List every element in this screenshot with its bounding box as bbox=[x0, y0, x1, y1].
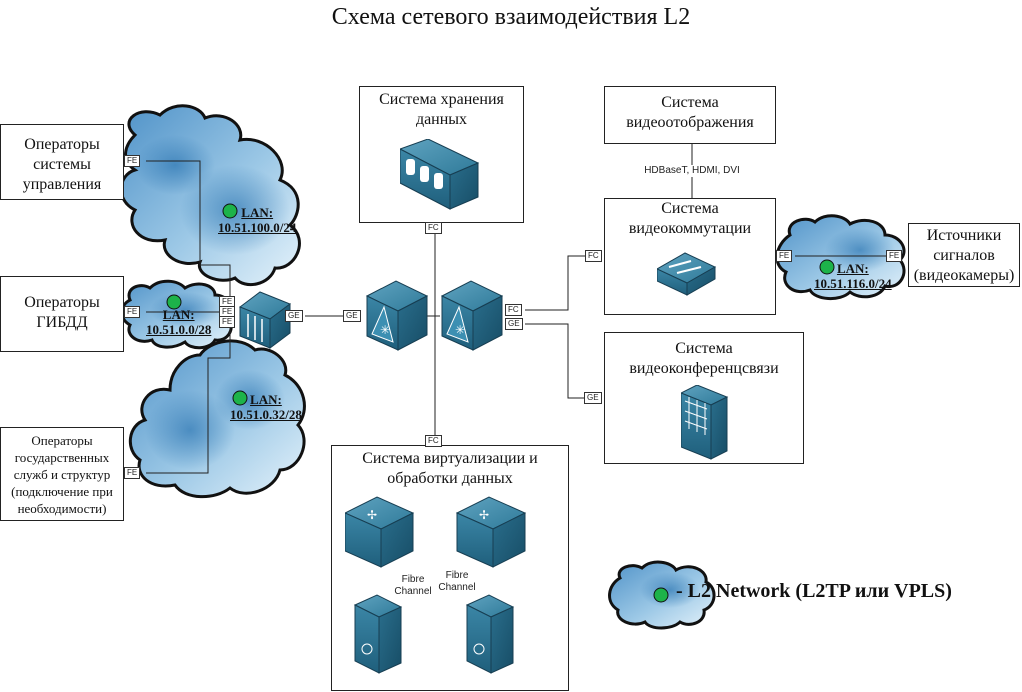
box-storage-label: Система хранения данных bbox=[379, 91, 504, 128]
lan-4-title: LAN: bbox=[836, 261, 869, 276]
lan-label-3: LAN:10.51.0.32/28 bbox=[230, 392, 302, 422]
lan-1-subnet: 10.51.100.0/24 bbox=[218, 220, 297, 235]
lan-1-title: LAN: bbox=[241, 205, 274, 220]
lan-3-subnet: 10.51.0.32/28 bbox=[230, 407, 302, 422]
link-control-to-switch bbox=[146, 160, 231, 300]
lan-label-4: LAN:10.51.116.0/24 bbox=[814, 261, 892, 291]
link-core2-to-videoswitch bbox=[525, 255, 586, 311]
lan-dot-2 bbox=[166, 294, 182, 310]
svg-text:✳: ✳ bbox=[455, 323, 465, 337]
core-switch-1-icon: ✳ bbox=[365, 280, 429, 351]
box-video-display: Система видеоотображения bbox=[604, 86, 776, 144]
diagram-title: Схема сетевого взаимодействия L2 bbox=[331, 4, 691, 30]
cloud-lan-10-51-100-0 bbox=[119, 104, 301, 287]
display-link-label: HDBaseT, HDMI, DVI bbox=[630, 165, 754, 177]
lan-label-1: LAN:10.51.100.0/24 bbox=[218, 205, 296, 235]
legend-text: - L2 Network (L2TP или VPLS) bbox=[676, 580, 952, 602]
svg-text:✢: ✢ bbox=[479, 508, 489, 522]
fibre-channel-label-2: Fibre Channel bbox=[438, 570, 476, 593]
lan-dot-1 bbox=[222, 203, 238, 219]
box-video-display-label: Система видеоотображения bbox=[626, 94, 754, 131]
box-video-switching-label: Система видеокоммутации bbox=[628, 200, 752, 237]
lan-3-title: LAN: bbox=[250, 392, 282, 407]
box-operators-control: Операторы системы управления bbox=[0, 124, 124, 200]
box-signal-sources: Источники сигналов (видеокамеры) bbox=[908, 223, 1020, 287]
port-fe-switch-3: FE bbox=[219, 316, 236, 328]
virtualization-devices: ✢ ✢ bbox=[345, 496, 527, 674]
port-ge-access: GE bbox=[285, 310, 303, 322]
cloud-lan-10-51-116-0 bbox=[775, 214, 906, 300]
port-fe-videoswitch: FE bbox=[776, 250, 793, 262]
port-fe-cameras: FE bbox=[886, 250, 903, 262]
server-1-icon bbox=[353, 594, 403, 674]
port-fc-storage: FC bbox=[425, 222, 442, 234]
cloud-lan-10-51-0-32 bbox=[129, 339, 306, 499]
box-storage: Система хранения данных bbox=[359, 86, 524, 223]
lan-label-2: LAN:10.51.0.0/28 bbox=[146, 307, 211, 337]
port-fe-gibdd: FE bbox=[124, 306, 141, 318]
port-fc-core2: FC bbox=[505, 304, 522, 316]
link-core2-to-videoconf bbox=[525, 323, 586, 399]
lan-2-title: LAN: bbox=[162, 307, 195, 322]
virtual-router-2-icon: ✢ bbox=[455, 496, 527, 568]
box-signal-sources-label: Источники сигналов (видеокамеры) bbox=[913, 227, 1015, 284]
box-operators-gov: Операторы государственных служб и структ… bbox=[0, 427, 124, 521]
box-operators-gibdd-label: Операторы ГИБДД bbox=[24, 294, 100, 331]
port-fc-virtualization: FC bbox=[425, 435, 442, 447]
core-switch-2-icon: ✳ bbox=[440, 280, 504, 351]
access-switch-icon bbox=[238, 291, 292, 349]
storage-array-icon bbox=[400, 139, 480, 210]
port-fe-control: FE bbox=[124, 155, 141, 167]
box-virtualization-label: Система виртуализации и обработки данных bbox=[362, 450, 538, 487]
lan-4-subnet: 10.51.116.0/24 bbox=[814, 276, 892, 291]
legend-lan-dot bbox=[653, 587, 669, 603]
port-fc-videoswitch: FC bbox=[585, 250, 602, 262]
box-video-conf: Система видеоконференцсвязи bbox=[604, 332, 804, 464]
video-switch-icon bbox=[657, 252, 717, 296]
lan-dot-4 bbox=[819, 259, 835, 275]
box-video-conf-label: Система видеоконференцсвязи bbox=[629, 340, 779, 377]
lan-2-subnet: 10.51.0.0/28 bbox=[146, 322, 212, 337]
server-2-icon bbox=[465, 594, 515, 674]
video-conf-server-icon bbox=[681, 385, 729, 460]
port-fe-gov: FE bbox=[124, 467, 141, 479]
box-operators-gibdd: Операторы ГИБДД bbox=[0, 276, 124, 352]
port-ge-videoconf: GE bbox=[584, 392, 602, 404]
lan-dot-3 bbox=[232, 390, 248, 406]
box-video-switching: Система видеокоммутации bbox=[604, 198, 776, 315]
box-operators-gov-label: Операторы государственных служб и структ… bbox=[11, 433, 113, 516]
svg-text:✢: ✢ bbox=[367, 508, 377, 522]
port-ge-core1: GE bbox=[343, 310, 361, 322]
box-operators-control-label: Операторы системы управления bbox=[22, 136, 102, 193]
cloud-lan-10-51-0-0 bbox=[120, 279, 233, 350]
link-gov-to-switch bbox=[146, 325, 231, 474]
port-ge-core2: GE bbox=[505, 318, 523, 330]
fibre-channel-label-1: Fibre Channel bbox=[394, 574, 432, 597]
svg-text:✳: ✳ bbox=[380, 323, 390, 337]
virtual-router-1-icon: ✢ bbox=[345, 496, 415, 568]
